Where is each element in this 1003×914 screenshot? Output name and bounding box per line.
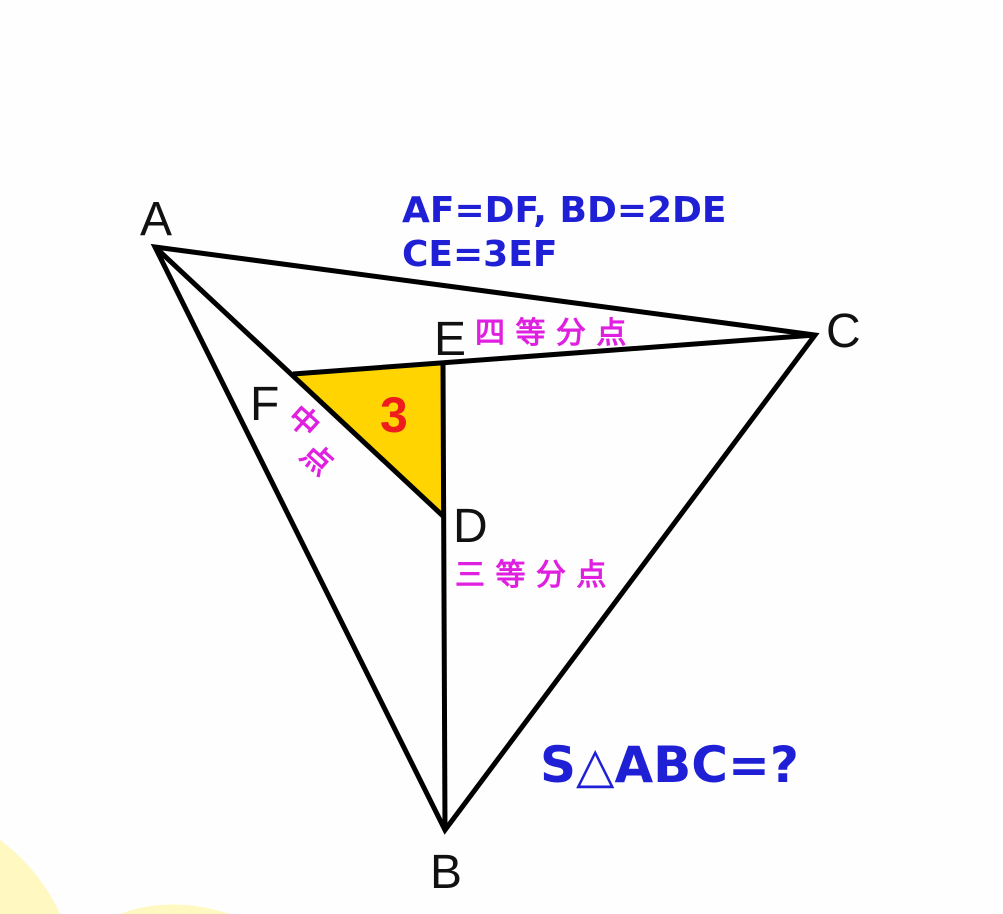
point-label-b: B — [430, 846, 462, 899]
corner-glow — [0, 840, 60, 914]
note-e-quarter-point: 四 等 分 点 — [475, 316, 626, 351]
point-label-d: D — [453, 500, 488, 553]
point-label-a: A — [140, 193, 172, 246]
question-text: S△ABC=? — [540, 736, 799, 794]
point-label-e: E — [434, 313, 466, 366]
condition-line-2: CE=3EF — [402, 234, 557, 275]
note-d-trisection-point: 三 等 分 点 — [455, 558, 606, 593]
triangle-abc — [150, 243, 820, 835]
segment-cf — [292, 332, 816, 377]
note-f-midpoint-2: 点 — [293, 437, 339, 483]
segment-be — [440, 363, 448, 831]
segment-ad — [153, 245, 445, 518]
bottom-glow — [120, 904, 230, 914]
shaded-area-value: 3 — [380, 387, 408, 443]
condition-line-1: AF=DF, BD=2DE — [402, 190, 727, 231]
point-label-c: C — [826, 305, 861, 358]
point-label-f: F — [250, 378, 279, 431]
